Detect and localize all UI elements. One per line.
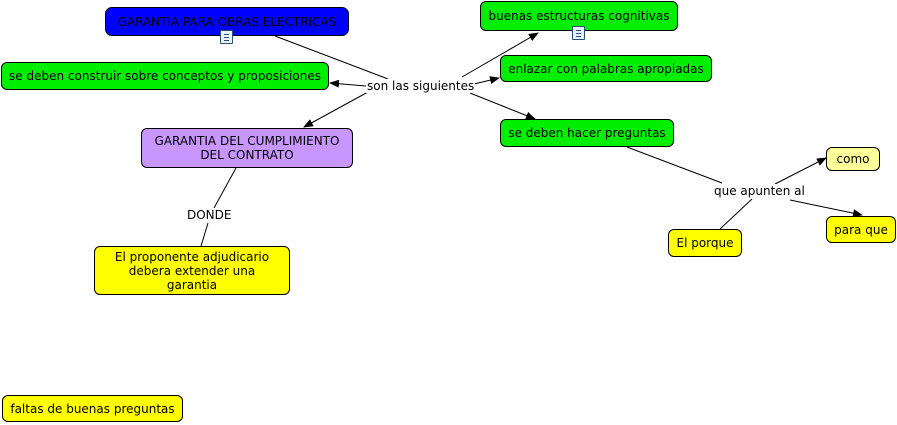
arrow-hub-to-preguntas	[469, 92, 536, 120]
node-faltas[interactable]: faltas de buenas preguntas	[2, 395, 183, 422]
link-que-apunten-al[interactable]: que apunten al	[713, 184, 806, 198]
line-garantia-to-hub	[274, 35, 389, 80]
line-cumplimiento-to-donde	[213, 167, 237, 209]
link-son-las-siguientes[interactable]: son las siguientes	[366, 79, 476, 93]
line-donde-to-proponente	[200, 222, 209, 247]
node-como[interactable]: como	[826, 147, 880, 171]
node-hacer-preguntas[interactable]: se deben hacer preguntas	[500, 119, 674, 147]
node-enlazar[interactable]: enlazar con palabras apropiadas	[500, 55, 712, 82]
line-porque-to-apunten	[719, 198, 753, 230]
arrow-hub-to-conceptos	[329, 79, 367, 88]
arrow-hub-to-estructuras	[461, 32, 539, 78]
node-proponente[interactable]: El proponente adjudicario debera extende…	[94, 246, 290, 295]
node-el-porque[interactable]: El porque	[668, 229, 742, 257]
arrow-hub-to-cumplimiento	[303, 91, 369, 128]
node-para-que[interactable]: para que	[826, 216, 896, 243]
node-garantia-cumplimiento[interactable]: GARANTIA DEL CUMPLIMIENTO DEL CONTRATO	[141, 128, 353, 168]
arrow-hub-to-enlazar	[473, 76, 500, 85]
arrow-apunten-to-paraque	[789, 199, 863, 218]
node-construir-conceptos[interactable]: se deben construir sobre conceptos y pro…	[1, 62, 329, 90]
link-donde[interactable]: DONDE	[186, 208, 233, 222]
arrow-apunten-to-como	[774, 157, 827, 185]
line-preguntas-to-apunten	[626, 146, 723, 184]
document-icon[interactable]	[220, 30, 233, 44]
document-icon[interactable]	[572, 26, 585, 40]
